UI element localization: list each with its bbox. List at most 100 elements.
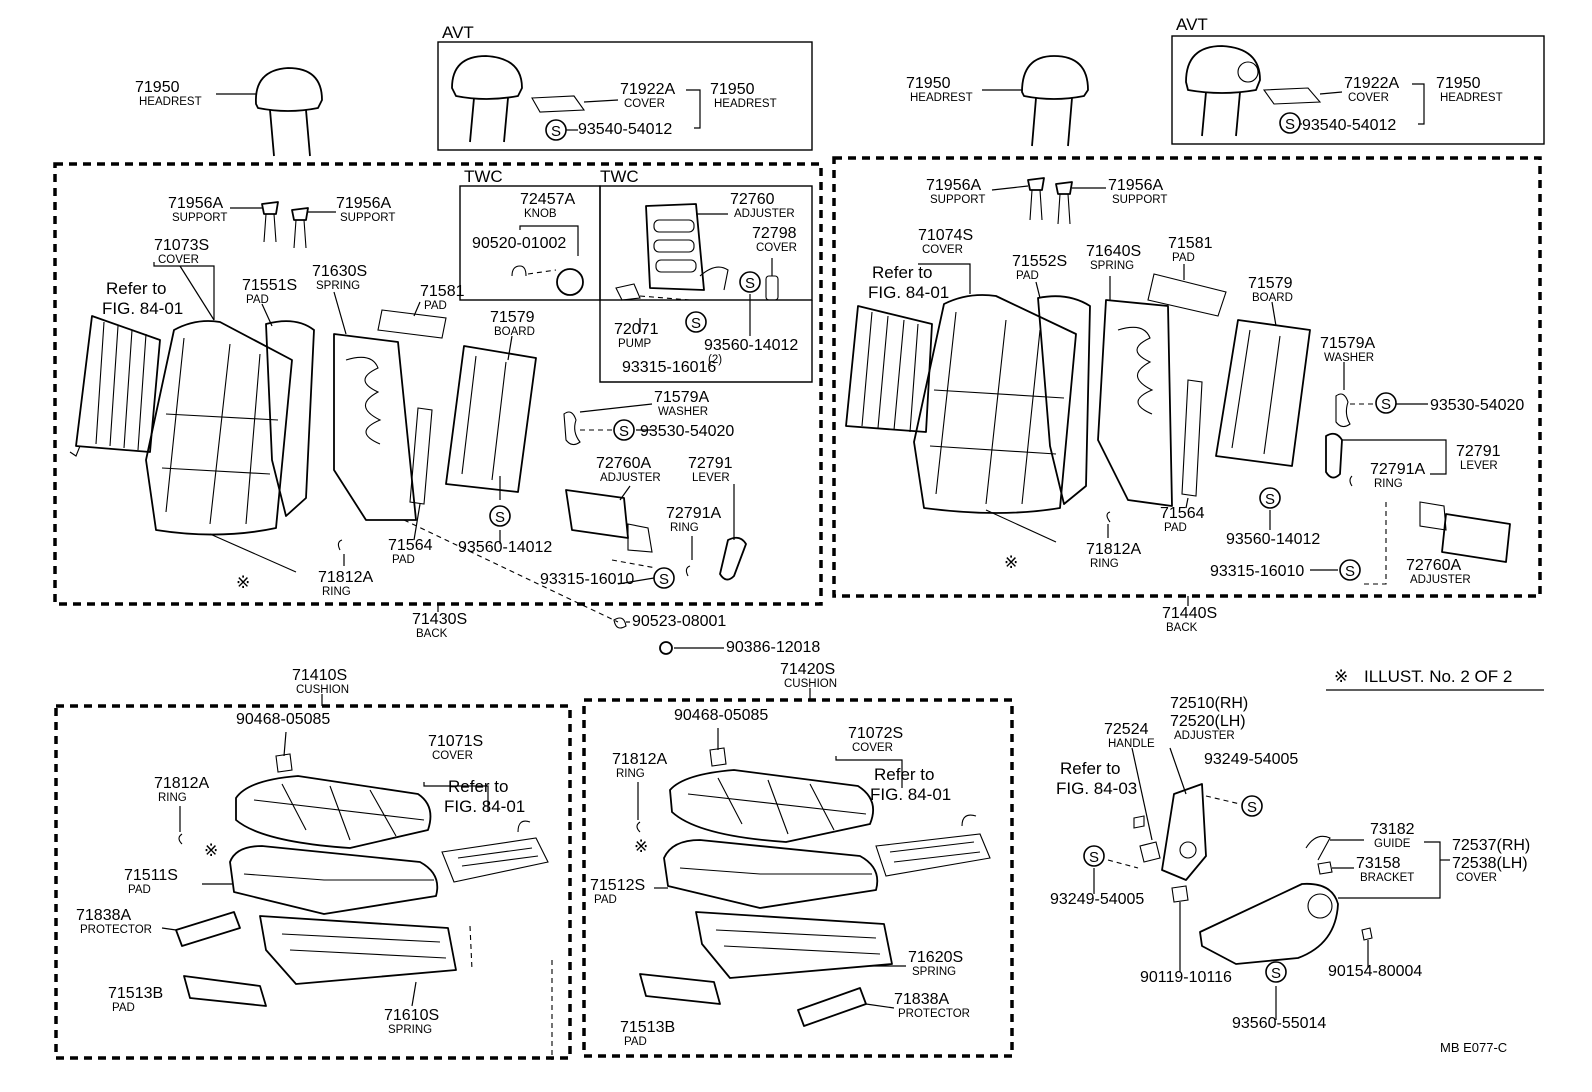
twc-adjuster-drawing <box>615 203 779 336</box>
illust-asterisk: ※ <box>1334 667 1348 686</box>
label-n90154: 90154-80004 <box>1328 963 1422 980</box>
part-number: 71922A <box>1344 75 1399 92</box>
left-cushion-drawing <box>161 731 549 1007</box>
part-name: COVER <box>1348 92 1389 104</box>
part-name: PAD <box>392 554 415 566</box>
part-name: ADJUSTER <box>600 472 661 484</box>
part-name: HANDLE <box>1108 738 1155 750</box>
part-name: BOARD <box>494 326 535 338</box>
s-mark-4: S <box>739 271 761 293</box>
part-number: 90119-10116 <box>1140 969 1232 986</box>
back-right-frame <box>832 156 1542 598</box>
part-number: 71950 <box>1436 75 1481 92</box>
s-mark-1: S <box>1279 112 1301 134</box>
part-number: 71552S <box>1012 253 1067 270</box>
part-name: PROTECTOR <box>80 924 152 936</box>
part-name: BACK <box>1166 622 1198 634</box>
part-name: SUPPORT <box>930 194 985 206</box>
part-number: 71950 <box>906 75 951 92</box>
part-number: 71579A <box>654 389 709 406</box>
part-number: 73182 <box>1370 821 1415 838</box>
part-number: 93560-14012 <box>458 539 552 556</box>
s-mark-9: S <box>1339 559 1361 581</box>
twc-header-adjuster: TWC <box>600 167 639 186</box>
part-number: 72524 <box>1104 721 1149 738</box>
part-number: 71956A <box>926 177 981 194</box>
part-number: 90468-05085 <box>236 711 330 728</box>
part-number: 71564 <box>1160 505 1205 522</box>
avt-frame-right <box>1171 35 1545 145</box>
part-number: 72760A <box>1406 557 1461 574</box>
part-number: 71072S <box>848 725 903 742</box>
part-number: 72791A <box>1370 461 1425 478</box>
part-name: RING <box>158 792 187 804</box>
label-n93315-twc: 93315-16016 <box>622 359 716 376</box>
part-number: 90520-01002 <box>472 235 566 252</box>
part-number: 71812A <box>318 569 373 586</box>
twc-header-knob: TWC <box>464 167 503 186</box>
part-number: 72791A <box>666 505 721 522</box>
label-n90520: 90520-01002 <box>472 235 566 252</box>
part-name: RING <box>616 768 645 780</box>
part-number: 71581 <box>420 283 465 300</box>
refer-line1: Refer to <box>106 279 166 298</box>
svg-text:S: S <box>691 315 701 332</box>
part-name: HEADREST <box>1440 92 1503 104</box>
part-name: PAD <box>594 894 617 906</box>
s-mark-0: S <box>545 119 567 141</box>
part-name: PROTECTOR <box>898 1008 970 1020</box>
part-number: 71511S <box>124 867 178 884</box>
refer-line1: Refer to <box>1060 759 1120 778</box>
avt-header-left: AVT <box>442 23 474 42</box>
part-name: SUPPORT <box>1112 194 1167 206</box>
s-mark-5: S <box>685 311 707 333</box>
avt-frame-left <box>437 41 813 151</box>
svg-text:S: S <box>495 509 505 526</box>
s-mark-8: S <box>1259 487 1281 509</box>
label-n90386: 90386-12018 <box>726 639 820 656</box>
svg-text:S: S <box>659 571 669 588</box>
svg-text:S: S <box>1247 799 1257 816</box>
part-name: COVER <box>852 742 893 754</box>
part-name: COVER <box>922 244 963 256</box>
part-name: BACK <box>416 628 448 640</box>
label-n93540-l: 93540-54012 <box>578 121 672 138</box>
cushion-right-frame <box>582 698 1014 1058</box>
part-number: 93249-54005 <box>1204 751 1298 768</box>
part-name: WASHER <box>1324 352 1374 364</box>
label-n90468-r: 90468-05085 <box>674 707 768 724</box>
part-number: 93560-14012 <box>704 337 798 354</box>
part-number: 93530-54020 <box>640 423 734 440</box>
cushion-left-frame <box>54 704 572 1060</box>
part-name: PAD <box>112 1002 135 1014</box>
part-number: 93540-54012 <box>578 121 672 138</box>
twc-knob-drawing <box>511 225 584 296</box>
part-name: PAD <box>1172 252 1195 264</box>
part-name: COVER <box>432 750 473 762</box>
label-n93530-r: 93530-54020 <box>1430 397 1524 414</box>
